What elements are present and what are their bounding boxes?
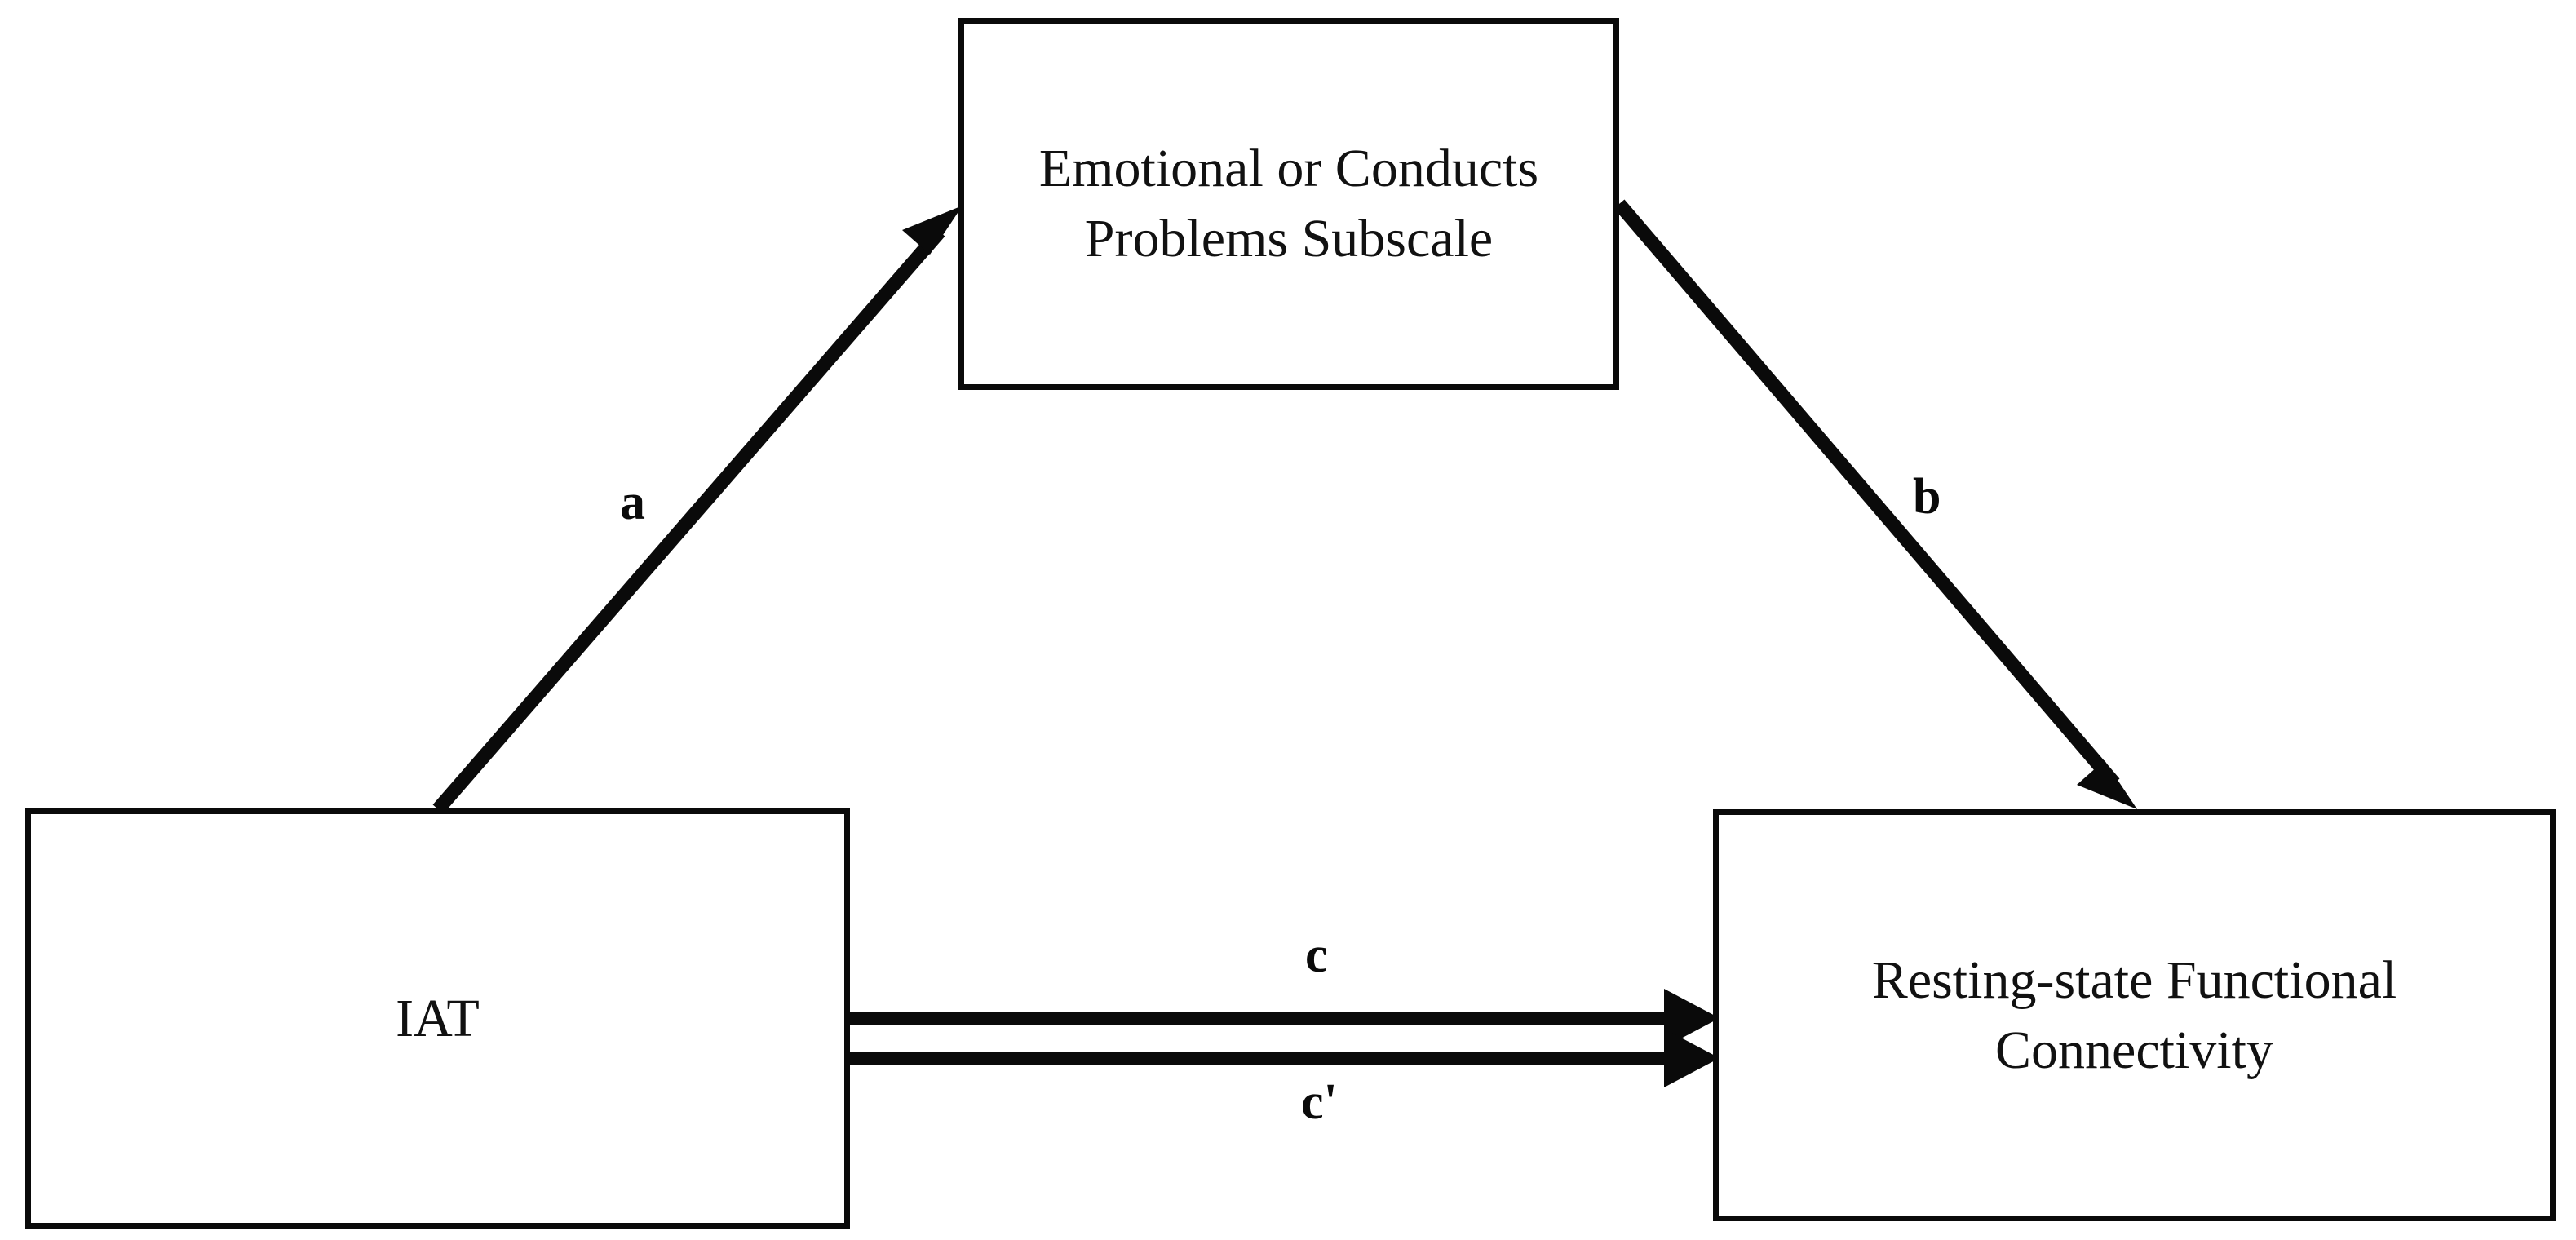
node-predictor-iat: IAT bbox=[25, 808, 850, 1229]
path-label-a: a bbox=[620, 475, 645, 530]
path-c-arrow bbox=[850, 989, 1720, 1047]
path-b-arrow bbox=[1613, 199, 2137, 809]
path-label-b: b bbox=[1913, 469, 1941, 525]
path-c-prime-arrow bbox=[850, 1029, 1720, 1087]
path-label-c-prime: c' bbox=[1301, 1074, 1338, 1130]
path-label-c: c bbox=[1305, 928, 1328, 983]
path-a-arrow bbox=[432, 206, 963, 814]
node-mediator: Emotional or Conducts Problems Subscale bbox=[958, 18, 1619, 390]
node-outcome-rsfc: Resting-state Functional Connectivity bbox=[1713, 809, 2556, 1221]
